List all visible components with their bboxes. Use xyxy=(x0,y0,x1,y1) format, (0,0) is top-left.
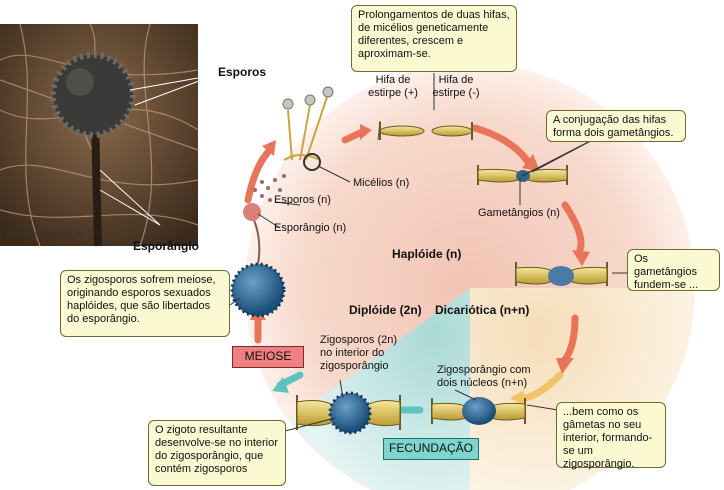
sporangiophores xyxy=(283,96,328,161)
label-gametangia: Gametângios (n) xyxy=(478,207,560,219)
note-zygote: O zigoto resultante desenvolve-se no int… xyxy=(148,420,286,486)
note-meiosis: Os zigosporos sofrem meiose, originando … xyxy=(60,270,230,337)
rhizopus-photo xyxy=(0,23,199,247)
arrow-to-zygosporangium-yellow xyxy=(521,371,564,402)
phase-haploid: Haplóide (n) xyxy=(392,247,462,261)
label-strain-plus: Hifa de estirpe (+) xyxy=(368,74,418,99)
label-spores: Esporos (n) xyxy=(274,194,331,206)
fertilization-tag: FECUNDAÇÃO xyxy=(383,438,479,460)
note-conjugation: A conjugação das hifas forma dois gametâ… xyxy=(546,110,686,142)
note-hyphae: Prolongamentos de duas hifas, de micélio… xyxy=(351,5,517,72)
dikaryotic-sector xyxy=(470,288,695,490)
phase-diploid: Diplóide (2n) xyxy=(349,303,422,317)
germinating-zygospore xyxy=(230,203,286,318)
note-zygosporangium: ...bem como os gâmetas no seu interior, … xyxy=(556,402,666,470)
label-zygospores: Zigosporos (2n) no interior do zigosporâ… xyxy=(320,334,398,372)
arrow-hyphae-to-conjugation xyxy=(471,124,534,169)
arrow-fuse-to-zygosporangium xyxy=(561,314,579,364)
hyphae-strains xyxy=(377,120,473,141)
photo-sporangium-label: Esporângio xyxy=(133,239,200,253)
fused-gametangia xyxy=(515,262,608,286)
phase-dikaryotic: Dicariótica (n+n) xyxy=(435,303,530,317)
arrow-to-sporangium xyxy=(244,146,274,204)
meiosis-tag: MEIOSE xyxy=(232,346,304,368)
zygosporangium-nn xyxy=(431,397,526,425)
label-strain-minus: Hifa de estirpe (-) xyxy=(432,74,480,99)
arrow-to-hyphae xyxy=(341,128,366,144)
label-mycelia: Micélios (n) xyxy=(353,177,410,189)
label-sporangium: Esporângio (n) xyxy=(274,222,347,234)
arrow-conjugation-to-fuse xyxy=(561,201,585,254)
label-zygo-nuclei: Zigosporângio com dois núcleos (n+n) xyxy=(437,364,531,389)
note-fuse: Os gametângios fundem-se ... xyxy=(627,249,720,291)
photo-spores-label: Esporos xyxy=(218,65,267,79)
spores-dots xyxy=(253,174,286,202)
photo-caption: Rhizopus stolonifer xyxy=(6,229,84,240)
